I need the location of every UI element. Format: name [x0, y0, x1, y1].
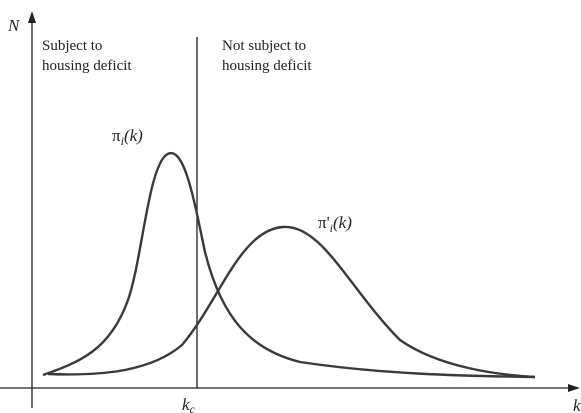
region-right-line-1: Not subject to [222, 38, 306, 54]
curve-pi-symbol: π [112, 126, 121, 145]
y-axis-label: N [7, 16, 21, 35]
curve-pi [42, 152, 536, 379]
region-left-line-2: housing deficit [42, 58, 132, 74]
y-axis-arrowhead [28, 11, 36, 23]
curve-pi-prime-sub: i [330, 221, 333, 235]
region-right-label: Not subject to housing deficit [222, 38, 312, 74]
x-axis-arrowhead [568, 384, 580, 392]
curve-pi-label: πi(k) [112, 126, 143, 148]
threshold-label-base: k [182, 395, 190, 413]
curve-pi-arg: (k) [124, 126, 143, 145]
region-left-label: Subject to housing deficit [42, 38, 132, 74]
region-right-line-2: housing deficit [222, 58, 312, 74]
threshold-label-sub: c [190, 402, 196, 413]
curve-pi-prime [47, 225, 536, 379]
curve-pi-prime-label: π'i(k) [318, 213, 352, 235]
curve-pi-prime-arg: (k) [333, 213, 352, 232]
x-axis-label: k [573, 396, 581, 413]
region-left-line-1: Subject to [42, 38, 102, 54]
curve-pi-sub: i [121, 134, 124, 148]
threshold-label: kc [182, 395, 196, 413]
curve-pi-prime-symbol: π' [318, 213, 330, 232]
